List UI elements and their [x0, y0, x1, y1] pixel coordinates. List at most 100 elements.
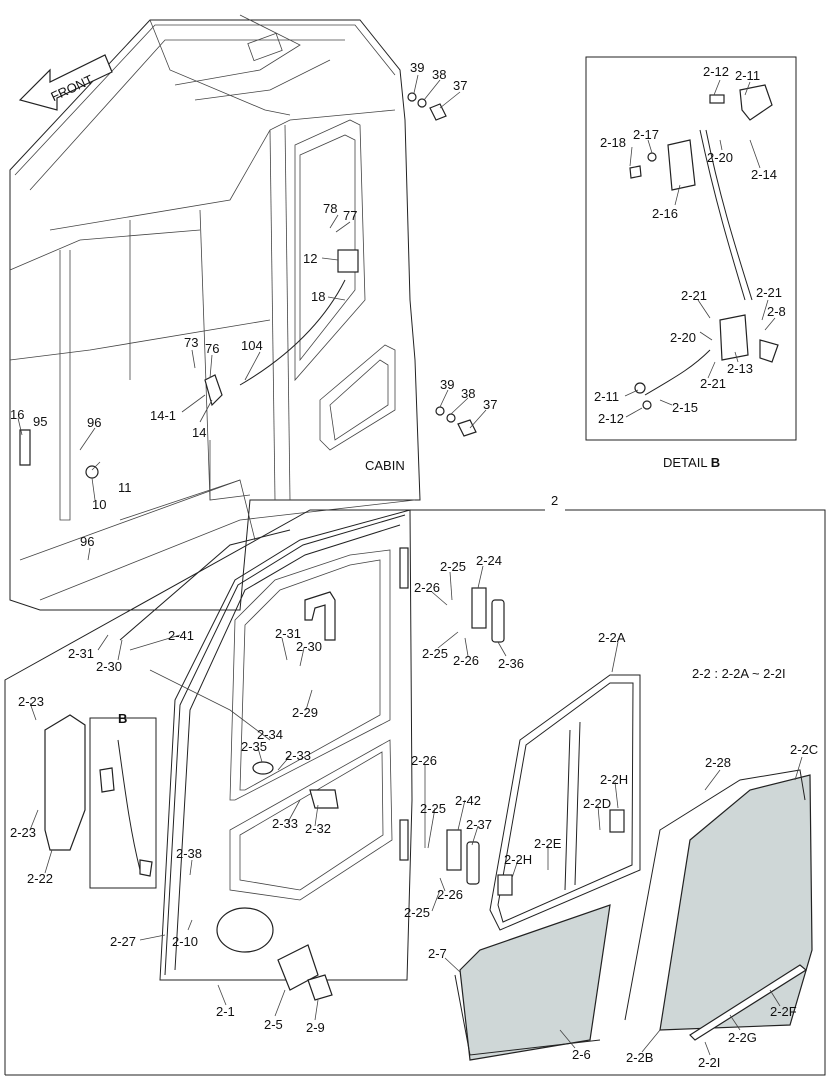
label-2-20-b: 2-20 — [670, 330, 696, 345]
label-2-35: 2-35 — [241, 739, 267, 754]
label-2-38: 2-38 — [176, 846, 202, 861]
label-2-12: 2-12 — [703, 64, 729, 79]
label-2-26-d: 2-26 — [437, 887, 463, 902]
label-2-2C: 2-2C — [790, 742, 818, 757]
label-2-41: 2-41 — [168, 628, 194, 643]
window-2-2A — [489, 674, 641, 931]
front-arrow: FRONT — [18, 54, 113, 111]
label-2-1: 2-1 — [216, 1004, 235, 1019]
glass-2-2C — [659, 774, 813, 1031]
label-2-2I: 2-2I — [698, 1055, 720, 1070]
detail-caption: DETAIL B — [663, 455, 720, 470]
leader-lines — [17, 74, 803, 1056]
label-2-2H: 2-2H — [600, 772, 628, 787]
label-2-32: 2-32 — [305, 821, 331, 836]
label-2-31: 2-31 — [68, 646, 94, 661]
cable-18 — [239, 279, 346, 386]
label-2-2F: 2-2F — [770, 1004, 797, 1019]
label-10: 10 — [92, 497, 106, 512]
label-11: 11 — [118, 480, 132, 495]
label-2-2B: 2-2B — [626, 1050, 653, 1065]
label-96: 96 — [87, 415, 101, 430]
label-2-8: 2-8 — [767, 304, 786, 319]
label-2-20: 2-20 — [707, 150, 733, 165]
label-2-2A: 2-2A — [598, 630, 626, 645]
label-2-25-c: 2-25 — [420, 801, 446, 816]
label-12: 12 — [303, 251, 317, 266]
door-frame — [119, 509, 413, 1001]
label-39: 39 — [410, 60, 424, 75]
label-39-b: 39 — [440, 377, 454, 392]
label-2-24: 2-24 — [476, 553, 502, 568]
label-76: 76 — [205, 341, 219, 356]
inset-b-label: B — [118, 711, 127, 726]
label-2-27: 2-27 — [110, 934, 136, 949]
label-2-23-b: 2-23 — [10, 825, 36, 840]
label-2-42: 2-42 — [455, 793, 481, 808]
label-2-21-c: 2-21 — [700, 376, 726, 391]
label-2-30: 2-30 — [96, 659, 122, 674]
label-2-13: 2-13 — [727, 361, 753, 376]
label-2-25-b: 2-25 — [422, 646, 448, 661]
inset-b — [89, 717, 157, 889]
label-2-22: 2-22 — [27, 871, 53, 886]
label-37-b: 37 — [483, 397, 497, 412]
label-2-2E: 2-2E — [534, 836, 562, 851]
label-73: 73 — [184, 335, 198, 350]
label-2-21: 2-21 — [681, 288, 707, 303]
label-2-30-b: 2-30 — [296, 639, 322, 654]
label-2-12-b: 2-12 — [598, 411, 624, 426]
label-2-11: 2-11 — [735, 68, 760, 83]
label-2-6: 2-6 — [572, 1047, 591, 1062]
label-2-36: 2-36 — [498, 656, 524, 671]
label-2-2G: 2-2G — [728, 1030, 757, 1045]
label-2-26-b: 2-26 — [453, 653, 479, 668]
label-14: 14 — [192, 425, 206, 440]
label-2-11-b: 2-11 — [594, 389, 619, 404]
label-104: 104 — [241, 338, 263, 353]
label-2-10: 2-10 — [172, 934, 198, 949]
label-96-b: 96 — [80, 534, 94, 549]
label-2-15: 2-15 — [672, 400, 698, 415]
label-2-33-b: 2-33 — [272, 816, 298, 831]
label-14-1: 14-1 — [150, 408, 176, 423]
label-16: 16 — [10, 407, 24, 422]
label-95: 95 — [33, 414, 47, 429]
label-2-5: 2-5 — [264, 1017, 283, 1032]
label-18: 18 — [311, 289, 325, 304]
label-38: 38 — [432, 67, 446, 82]
label-2-9: 2-9 — [306, 1020, 325, 1035]
glass-2-6 — [459, 904, 611, 1061]
label-37: 37 — [453, 78, 467, 93]
latch-12 — [337, 249, 359, 273]
label-2: 2 — [551, 493, 558, 508]
part-labels: 39 38 37 78 77 12 18 73 76 104 14-1 14 1… — [10, 60, 818, 1070]
label-2-37: 2-37 — [466, 817, 492, 832]
label-2-25: 2-25 — [440, 559, 466, 574]
trim-panel-2-22 — [44, 714, 86, 851]
hinge-2-24 — [471, 587, 487, 629]
label-2-14: 2-14 — [751, 167, 777, 182]
hinge-2-42 — [446, 829, 462, 871]
label-2-26-c: 2-26 — [411, 753, 437, 768]
label-2-17: 2-17 — [633, 127, 659, 142]
label-2-18: 2-18 — [600, 135, 626, 150]
label-2-2H-b: 2-2H — [504, 852, 532, 867]
label-2-2D: 2-2D — [583, 796, 611, 811]
label-2-33: 2-33 — [285, 748, 311, 763]
label-2-23: 2-23 — [18, 694, 44, 709]
label-2-21-b: 2-21 — [756, 285, 782, 300]
label-2-7: 2-7 — [428, 946, 447, 961]
label-77: 77 — [343, 208, 357, 223]
label-2-34: 2-34 — [257, 727, 283, 742]
cabin-assembly: FRONT — [9, 14, 477, 611]
label-2-29: 2-29 — [292, 705, 318, 720]
label-2-26: 2-26 — [414, 580, 440, 595]
label-2-28: 2-28 — [705, 755, 731, 770]
range-note: 2-2 : 2-2A ~ 2-2I — [692, 666, 786, 681]
label-2-16: 2-16 — [652, 206, 678, 221]
label-2-31-b: 2-31 — [275, 626, 301, 641]
cabin-caption: CABIN — [365, 458, 405, 473]
label-2-25-d: 2-25 — [404, 905, 430, 920]
